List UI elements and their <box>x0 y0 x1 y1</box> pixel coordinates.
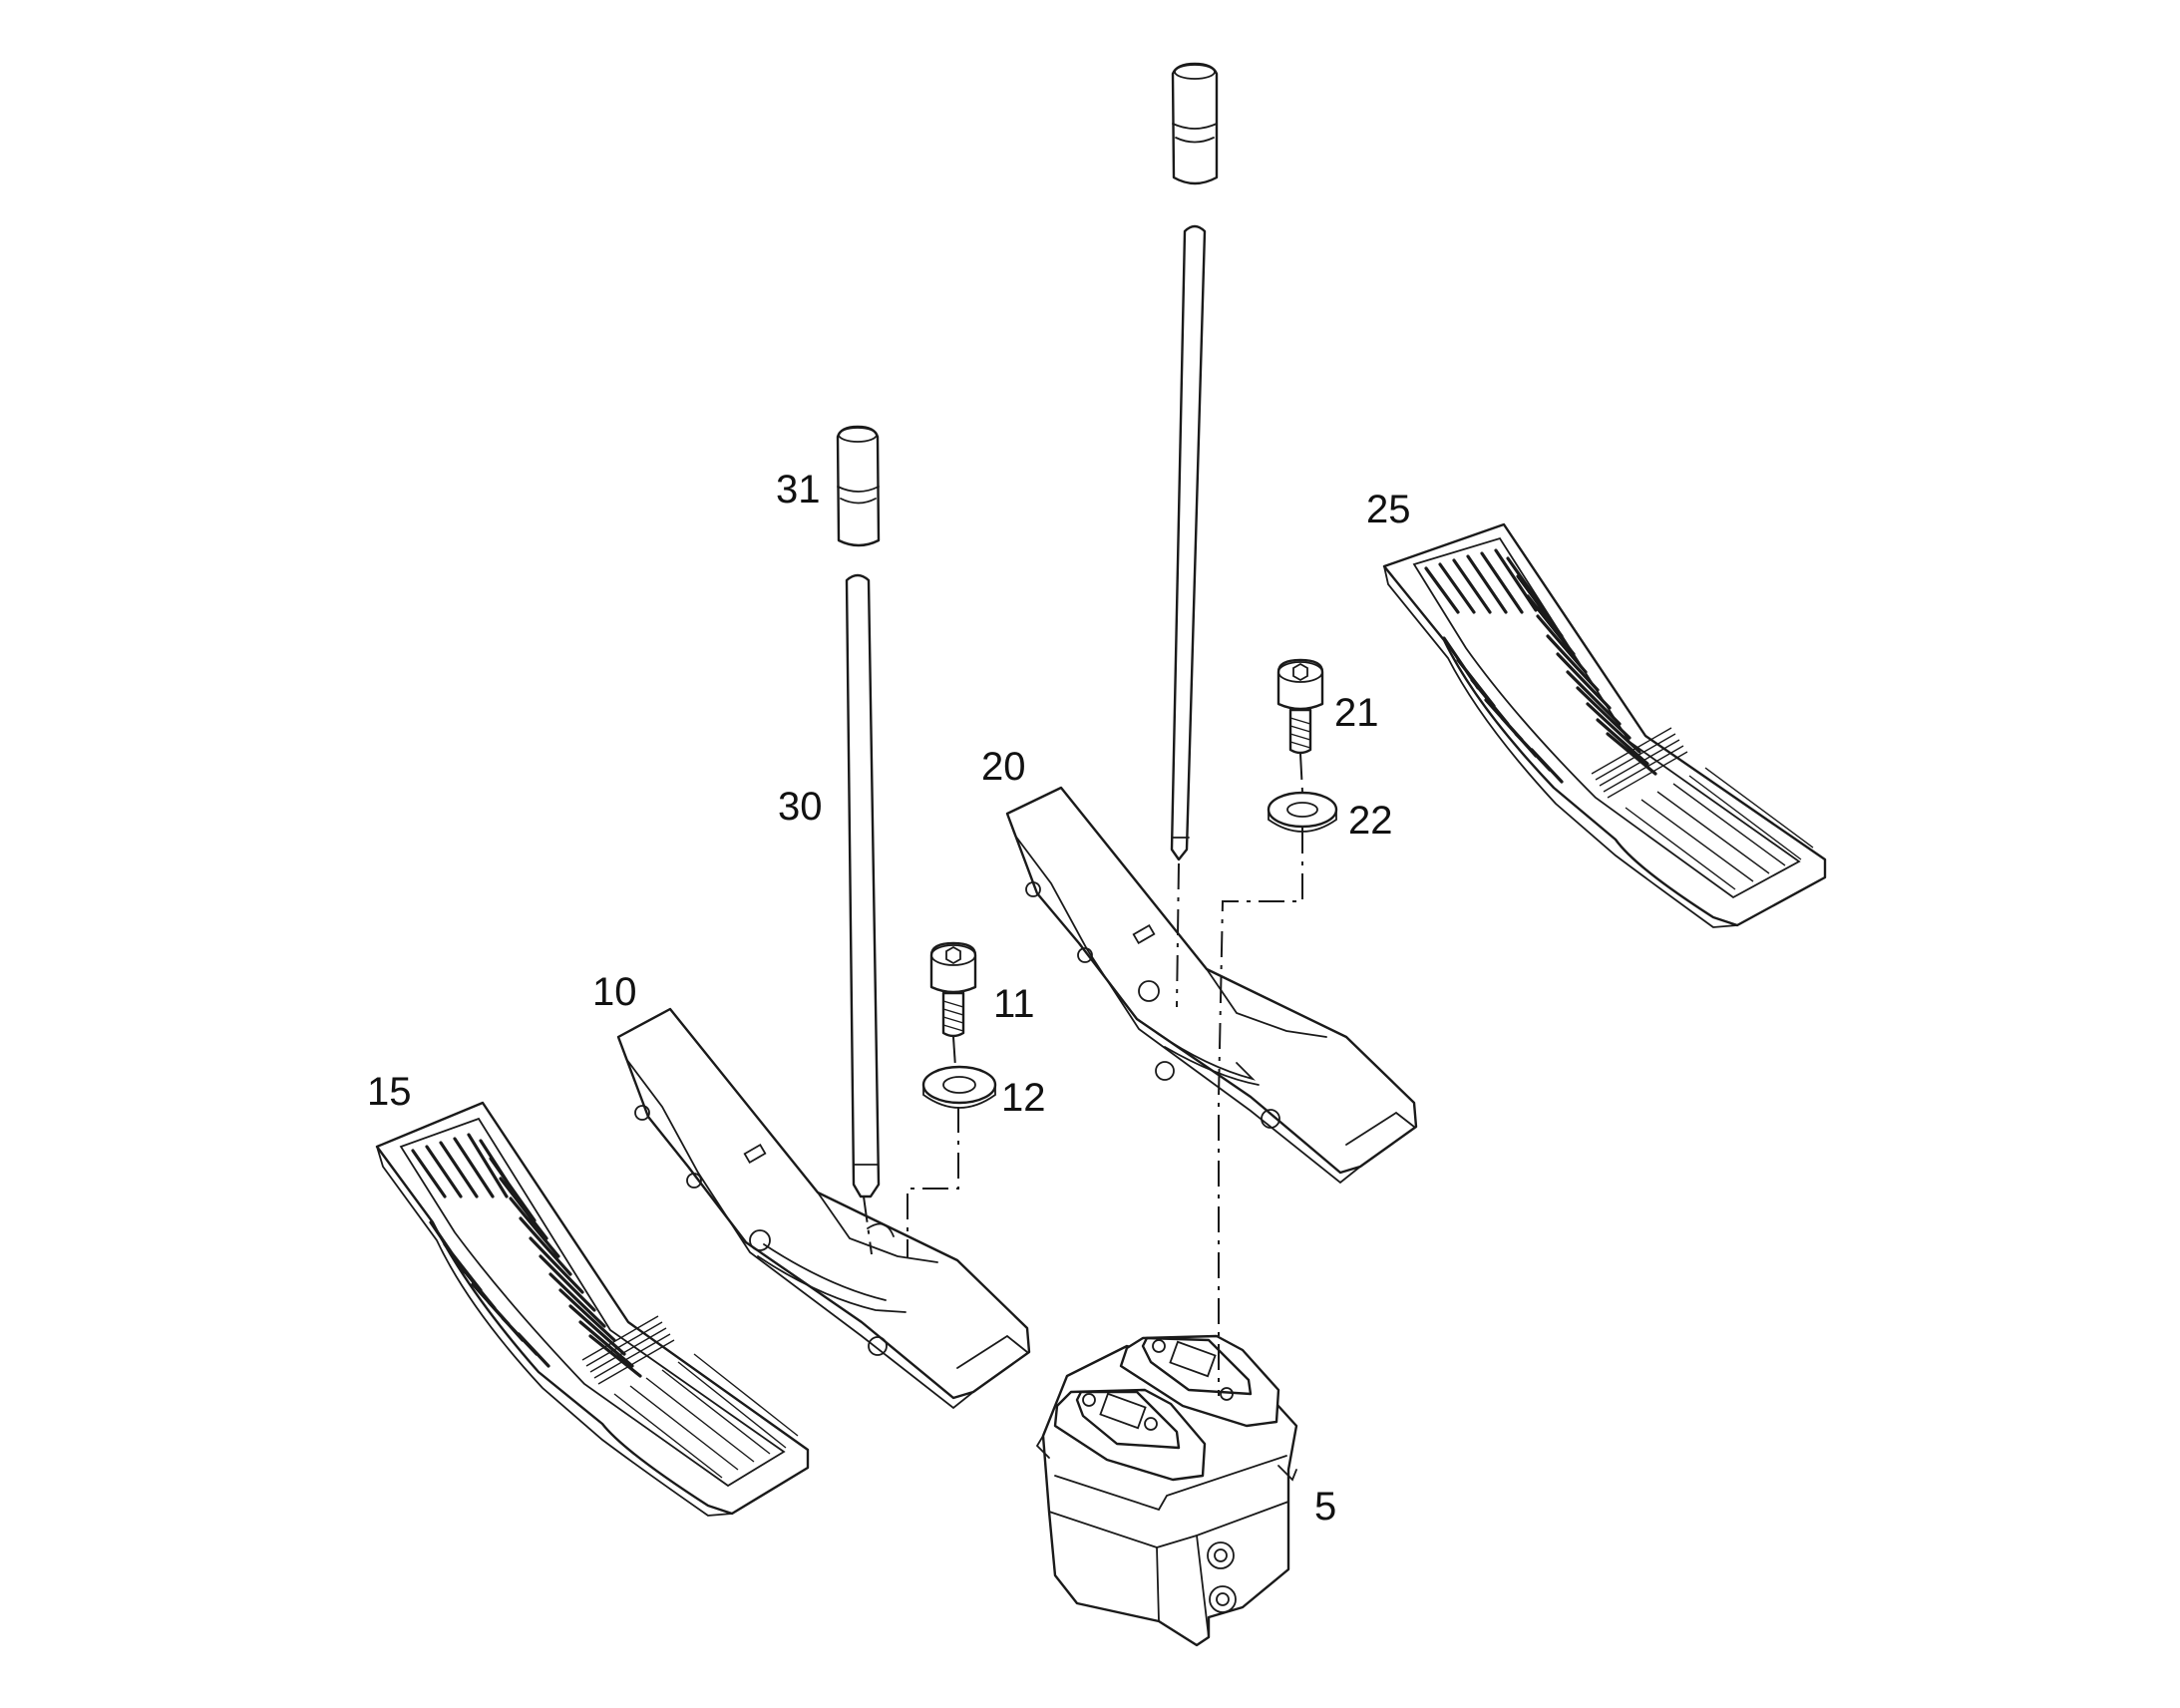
pad-25-cross-ribs <box>1591 727 1688 799</box>
callout-20: 20 <box>981 745 1026 789</box>
callout-10: 10 <box>592 970 637 1014</box>
pad-25-long-ribs <box>1625 767 1814 890</box>
pad-25-tread-grooves <box>1424 548 1657 784</box>
assembly-centerlines <box>863 753 1303 1396</box>
pad-15-tread-grooves <box>411 1133 642 1378</box>
callout-21: 21 <box>1334 691 1379 735</box>
part-12-left-washer <box>921 1065 997 1109</box>
callout-11: 11 <box>993 982 1035 1026</box>
part-25-right-pedal-pad <box>1382 522 1827 928</box>
part-31-left-grip-knob <box>836 425 881 547</box>
callout-25: 25 <box>1366 488 1411 531</box>
callout-31: 31 <box>776 468 821 512</box>
callout-15: 15 <box>367 1070 412 1114</box>
part-11-left-screw <box>929 941 977 1038</box>
part-22-right-washer <box>1267 791 1338 833</box>
part-20-right-pedal-lever <box>1005 786 1418 1185</box>
pad-15-long-ribs <box>613 1353 799 1479</box>
part-15-left-pedal-pad <box>375 1101 810 1517</box>
pad-15-cross-ribs <box>581 1315 675 1385</box>
callout-22: 22 <box>1348 799 1393 843</box>
part-21-right-screw <box>1276 658 1324 755</box>
callout-5: 5 <box>1314 1485 1336 1529</box>
part-10-left-pedal-lever <box>616 1007 1031 1410</box>
part-30-left-rod <box>845 573 881 1198</box>
part-5-valve-body <box>1035 1334 1298 1647</box>
callout-12: 12 <box>1001 1076 1046 1120</box>
upper-grip-knob <box>1171 62 1219 185</box>
upper-rod <box>1170 224 1207 861</box>
callout-30: 30 <box>778 785 823 829</box>
